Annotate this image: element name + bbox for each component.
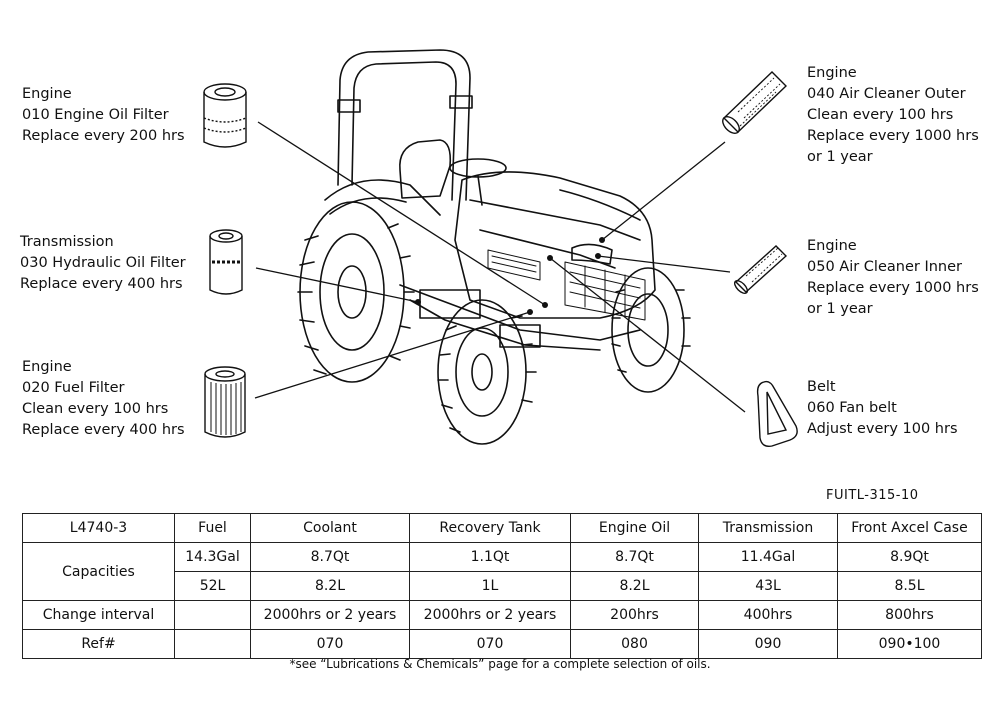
table-cell: 070 [250, 629, 410, 659]
front-right-wheel [611, 267, 691, 393]
callout-part: 060 Fan belt [807, 400, 897, 416]
tractor-diagram [203, 49, 798, 448]
column-header: Engine Oil [570, 513, 699, 543]
table-row: Ref# 070 070 080 090 090•100 [22, 629, 982, 659]
callout-fan-belt: Belt 060 Fan belt Adjust every 100 hrs [807, 377, 958, 440]
callout-service: or 1 year [807, 149, 873, 165]
callout-part: 010 Engine Oil Filter [22, 107, 169, 123]
callout-air-outer: Engine 040 Air Cleaner Outer Clean every… [807, 63, 979, 168]
table-cell: 090•100 [837, 629, 982, 659]
table-cell: 080 [570, 629, 699, 659]
seat [399, 139, 452, 199]
steering-wheel [449, 158, 507, 178]
left-fender [324, 179, 441, 216]
callout-service: Replace every 1000 hrs [807, 128, 979, 144]
table-row: Change interval 2000hrs or 2 years 2000h… [22, 600, 982, 630]
grille [564, 261, 646, 321]
table-cell: 8.7Qt [250, 542, 410, 572]
table-header-row: L4740-3 Fuel Coolant Recovery Tank Engin… [22, 513, 982, 543]
column-header: Fuel [174, 513, 251, 543]
callout-category: Engine [807, 238, 857, 254]
table-cell: 2000hrs or 2 years [250, 600, 410, 630]
callout-service: Clean every 100 hrs [807, 107, 954, 123]
table-cell [174, 629, 251, 659]
callout-part: 040 Air Cleaner Outer [807, 86, 966, 102]
table-cell: 1L [409, 571, 571, 601]
hydraulic-filter-icon [209, 229, 243, 295]
table-cell [174, 600, 251, 630]
table-cell: 2000hrs or 2 years [409, 600, 571, 630]
callout-oil-filter: Engine 010 Engine Oil Filter Replace eve… [22, 84, 185, 147]
table-cell: 200hrs [570, 600, 699, 630]
callout-service: Replace every 200 hrs [22, 128, 185, 144]
row-label: Change interval [22, 600, 175, 630]
leader-oil-filter [257, 121, 546, 306]
callout-part: 030 Hydraulic Oil Filter [20, 255, 186, 271]
callout-category: Transmission [20, 234, 114, 250]
table-cell: 800hrs [837, 600, 982, 630]
fuel-filter-icon [204, 366, 246, 438]
leader-hydraulic-filter [255, 267, 419, 303]
table-cell: 8.7Qt [570, 542, 699, 572]
callout-part: 020 Fuel Filter [22, 380, 125, 396]
column-header: Front Axcel Case [837, 513, 982, 543]
callout-air-inner: Engine 050 Air Cleaner Inner Replace eve… [807, 236, 979, 320]
row-label: Capacities [22, 542, 175, 601]
leader-fuel-filter [254, 311, 531, 399]
air-cleaner-outer-icon [722, 71, 788, 134]
table-cell: 8.9Qt [837, 542, 982, 572]
callout-hydraulic-filter: Transmission 030 Hydraulic Oil Filter Re… [20, 232, 186, 295]
table-row: Capacities 14.3Gal 8.7Qt 1.1Qt 8.7Qt 11.… [22, 542, 982, 601]
table-cell: 8.2L [250, 571, 410, 601]
callout-service: Replace every 400 hrs [22, 422, 185, 438]
table-row: 52L 8.2L 1L 8.2L 43L 8.5L [23, 571, 982, 601]
leader-air-outer [601, 141, 726, 241]
leader-fan-belt [549, 257, 746, 413]
callout-fuel-filter: Engine 020 Fuel Filter Clean every 100 h… [22, 357, 185, 441]
table-cell: 400hrs [698, 600, 838, 630]
callout-part: 050 Air Cleaner Inner [807, 259, 962, 275]
oil-filter-icon [203, 83, 247, 148]
table-cell: 11.4Gal [698, 542, 838, 572]
row-label: Ref# [22, 629, 175, 659]
table-cell: 52L [174, 571, 251, 601]
air-cleaner-inner-icon [733, 245, 788, 295]
leader-air-inner [597, 255, 731, 273]
callout-service: Adjust every 100 hrs [807, 421, 958, 437]
callout-category: Belt [807, 379, 836, 395]
callout-category: Engine [807, 65, 857, 81]
callout-service: or 1 year [807, 301, 873, 317]
capacities-table: L4740-3 Fuel Coolant Recovery Tank Engin… [22, 513, 982, 659]
column-header: Recovery Tank [409, 513, 571, 543]
front-left-wheel [437, 299, 537, 445]
table-cell: 8.5L [837, 571, 982, 601]
footnote: *see “Lubrications & Chemicals” page for… [289, 657, 711, 671]
model-cell: L4740-3 [22, 513, 175, 543]
table-cell: 8.2L [570, 571, 699, 601]
figure-code: FUITL-315-10 [826, 488, 919, 503]
column-header: Coolant [250, 513, 410, 543]
table-cell: 43L [698, 571, 838, 601]
callout-service: Replace every 400 hrs [20, 276, 183, 292]
callout-service: Replace every 1000 hrs [807, 280, 979, 296]
table-cell: 14.3Gal [174, 542, 251, 572]
table-cell: 090 [698, 629, 838, 659]
fan-belt-icon [756, 380, 798, 448]
callout-category: Engine [22, 359, 72, 375]
column-header: Transmission [698, 513, 838, 543]
chassis [399, 284, 641, 341]
callout-service: Clean every 100 hrs [22, 401, 169, 417]
rear-left-wheel [297, 201, 415, 383]
callout-category: Engine [22, 86, 72, 102]
table-cell: 070 [409, 629, 571, 659]
rops-frame [337, 49, 473, 201]
table-cell: 1.1Qt [409, 542, 571, 572]
